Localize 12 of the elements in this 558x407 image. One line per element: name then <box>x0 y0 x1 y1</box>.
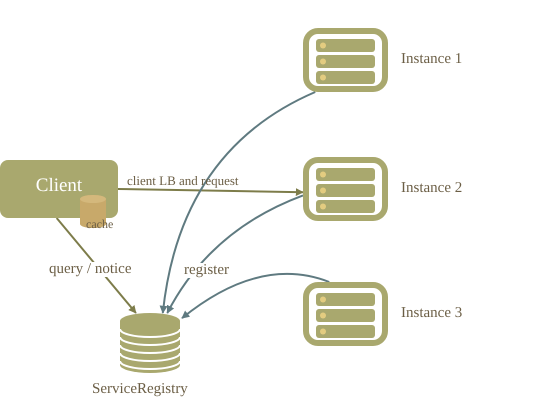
arrow <box>118 188 304 196</box>
registry-label: ServiceRegistry <box>92 382 188 397</box>
client-box <box>0 160 118 218</box>
arrow <box>166 194 304 314</box>
instance-label: Instance 1 <box>401 52 462 67</box>
instance-label: Instance 3 <box>401 306 462 321</box>
edge-label: register <box>184 263 229 278</box>
edge-label: query / notice <box>49 262 132 277</box>
instance-label: Instance 2 <box>401 181 462 196</box>
arrow <box>181 273 330 319</box>
client-label: Client <box>36 176 82 196</box>
arrow <box>160 91 316 314</box>
